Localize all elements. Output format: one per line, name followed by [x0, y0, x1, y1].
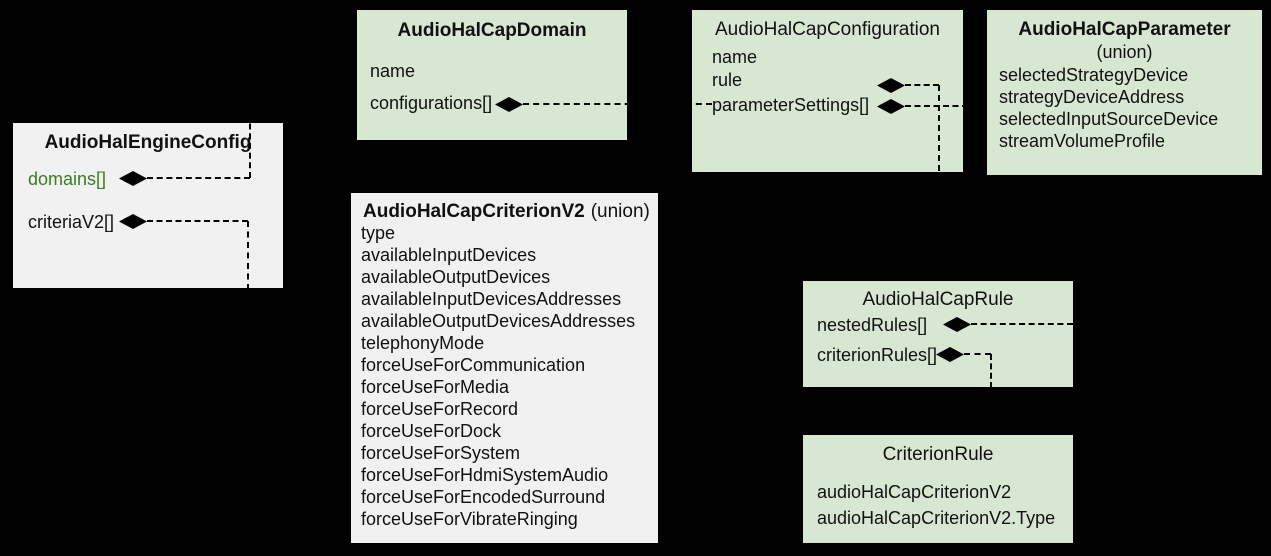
- field-audio-hal-cap-criterion-v2-type: audioHalCapCriterionV2.Type: [817, 508, 1056, 528]
- field-criteria-v2: criteriaV2[]: [28, 212, 115, 232]
- class-box-audio-hal-cap-criterion-v2: AudioHalCapCriterionV2(union) type avail…: [351, 193, 658, 543]
- field-domains: domains[]: [28, 169, 107, 189]
- connector-criteria-v2-v: [247, 221, 249, 311]
- field-rule: rule: [712, 70, 743, 90]
- field-available-output-devices-addresses: availableOutputDevicesAddresses: [361, 311, 636, 331]
- connector-rule-v: [938, 85, 940, 281]
- field-parameter-settings: parameterSettings[]: [712, 95, 870, 115]
- connector-domains-h: [147, 177, 250, 179]
- field-force-use-for-system: forceUseForSystem: [361, 443, 521, 463]
- field-criterion-rules: criterionRules[]: [817, 345, 938, 365]
- field-name: name: [712, 47, 758, 67]
- field-force-use-for-media: forceUseForMedia: [361, 377, 510, 397]
- field-type: type: [361, 223, 396, 243]
- class-subtitle-union: (union): [1096, 42, 1153, 62]
- class-box-audio-hal-engine-config: AudioHalEngineConfig domains[] criteriaV…: [13, 123, 283, 288]
- connector-criterion-rules-v: [990, 354, 992, 435]
- class-box-criterion-rule: CriterionRule audioHalCapCriterionV2 aud…: [803, 435, 1073, 543]
- connector-nested-rules-h: [971, 323, 1073, 325]
- class-title-bold: AudioHalCapCriterionV2: [363, 201, 585, 222]
- rule-composition-diamond-icon: [877, 78, 905, 93]
- connector-parameter-settings-h: [905, 105, 987, 107]
- field-available-input-devices-addresses: availableInputDevicesAddresses: [361, 289, 622, 309]
- field-audio-hal-cap-criterion-v2: audioHalCapCriterionV2: [817, 482, 1012, 502]
- configurations-composition-diamond-icon: [495, 97, 523, 112]
- field-telephony-mode: telephonyMode: [361, 333, 485, 353]
- class-title: AudioHalCapCriterionV2(union): [363, 200, 650, 224]
- field-available-input-devices: availableInputDevices: [361, 245, 537, 265]
- class-box-audio-hal-cap-parameter: AudioHalCapParameter (union) selectedStr…: [987, 10, 1262, 175]
- field-force-use-for-vibrate-ringing: forceUseForVibrateRinging: [361, 509, 578, 529]
- field-force-use-for-dock: forceUseForDock: [361, 421, 502, 441]
- connector-criteria-v2-h: [147, 220, 248, 222]
- class-title: AudioHalCapRule: [862, 289, 1014, 310]
- field-available-output-devices: availableOutputDevices: [361, 267, 551, 287]
- field-force-use-for-encoded-surround: forceUseForEncodedSurround: [361, 487, 606, 507]
- connector-rule-h: [905, 84, 939, 86]
- field-name: name: [370, 61, 416, 81]
- connector-criterion-rules-h: [964, 353, 991, 355]
- class-box-audio-hal-cap-rule: AudioHalCapRule nestedRules[] criterionR…: [803, 281, 1073, 387]
- nested-rules-composition-diamond-icon: [943, 317, 971, 332]
- class-box-audio-hal-cap-domain: AudioHalCapDomain name configurations[]: [357, 10, 627, 140]
- class-title: AudioHalCapDomain: [397, 20, 587, 41]
- class-subtitle-union: (union): [590, 201, 650, 222]
- field-force-use-for-hdmi-system-audio: forceUseForHdmiSystemAudio: [361, 465, 609, 485]
- connector-configurations-h: [523, 103, 712, 105]
- connector-criteria-v2-bottom-h: [247, 309, 351, 311]
- criteria-v2-composition-diamond-icon: [119, 214, 147, 229]
- field-stream-volume-profile: streamVolumeProfile: [999, 131, 1166, 151]
- field-nested-rules: nestedRules[]: [817, 315, 928, 335]
- connector-domains-v: [249, 75, 251, 178]
- field-force-use-for-record: forceUseForRecord: [361, 399, 519, 419]
- field-force-use-for-communication: forceUseForCommunication: [361, 355, 586, 375]
- criterion-rules-composition-diamond-icon: [936, 347, 964, 362]
- class-box-audio-hal-cap-configuration: AudioHalCapConfiguration name rule param…: [692, 10, 963, 172]
- field-selected-input-source-device: selectedInputSourceDevice: [999, 109, 1219, 129]
- connector-domains-top-h: [249, 74, 357, 76]
- field-configurations: configurations[]: [370, 93, 493, 113]
- class-title: AudioHalCapParameter: [1018, 19, 1231, 40]
- class-title: AudioHalCapConfiguration: [715, 19, 940, 40]
- domains-composition-diamond-icon: [119, 171, 147, 186]
- class-title: CriterionRule: [882, 444, 994, 465]
- field-selected-strategy-device: selectedStrategyDevice: [999, 65, 1189, 85]
- parameter-settings-composition-diamond-icon: [877, 99, 905, 114]
- class-title: AudioHalEngineConfig: [44, 132, 252, 153]
- field-strategy-device-address: strategyDeviceAddress: [999, 87, 1185, 107]
